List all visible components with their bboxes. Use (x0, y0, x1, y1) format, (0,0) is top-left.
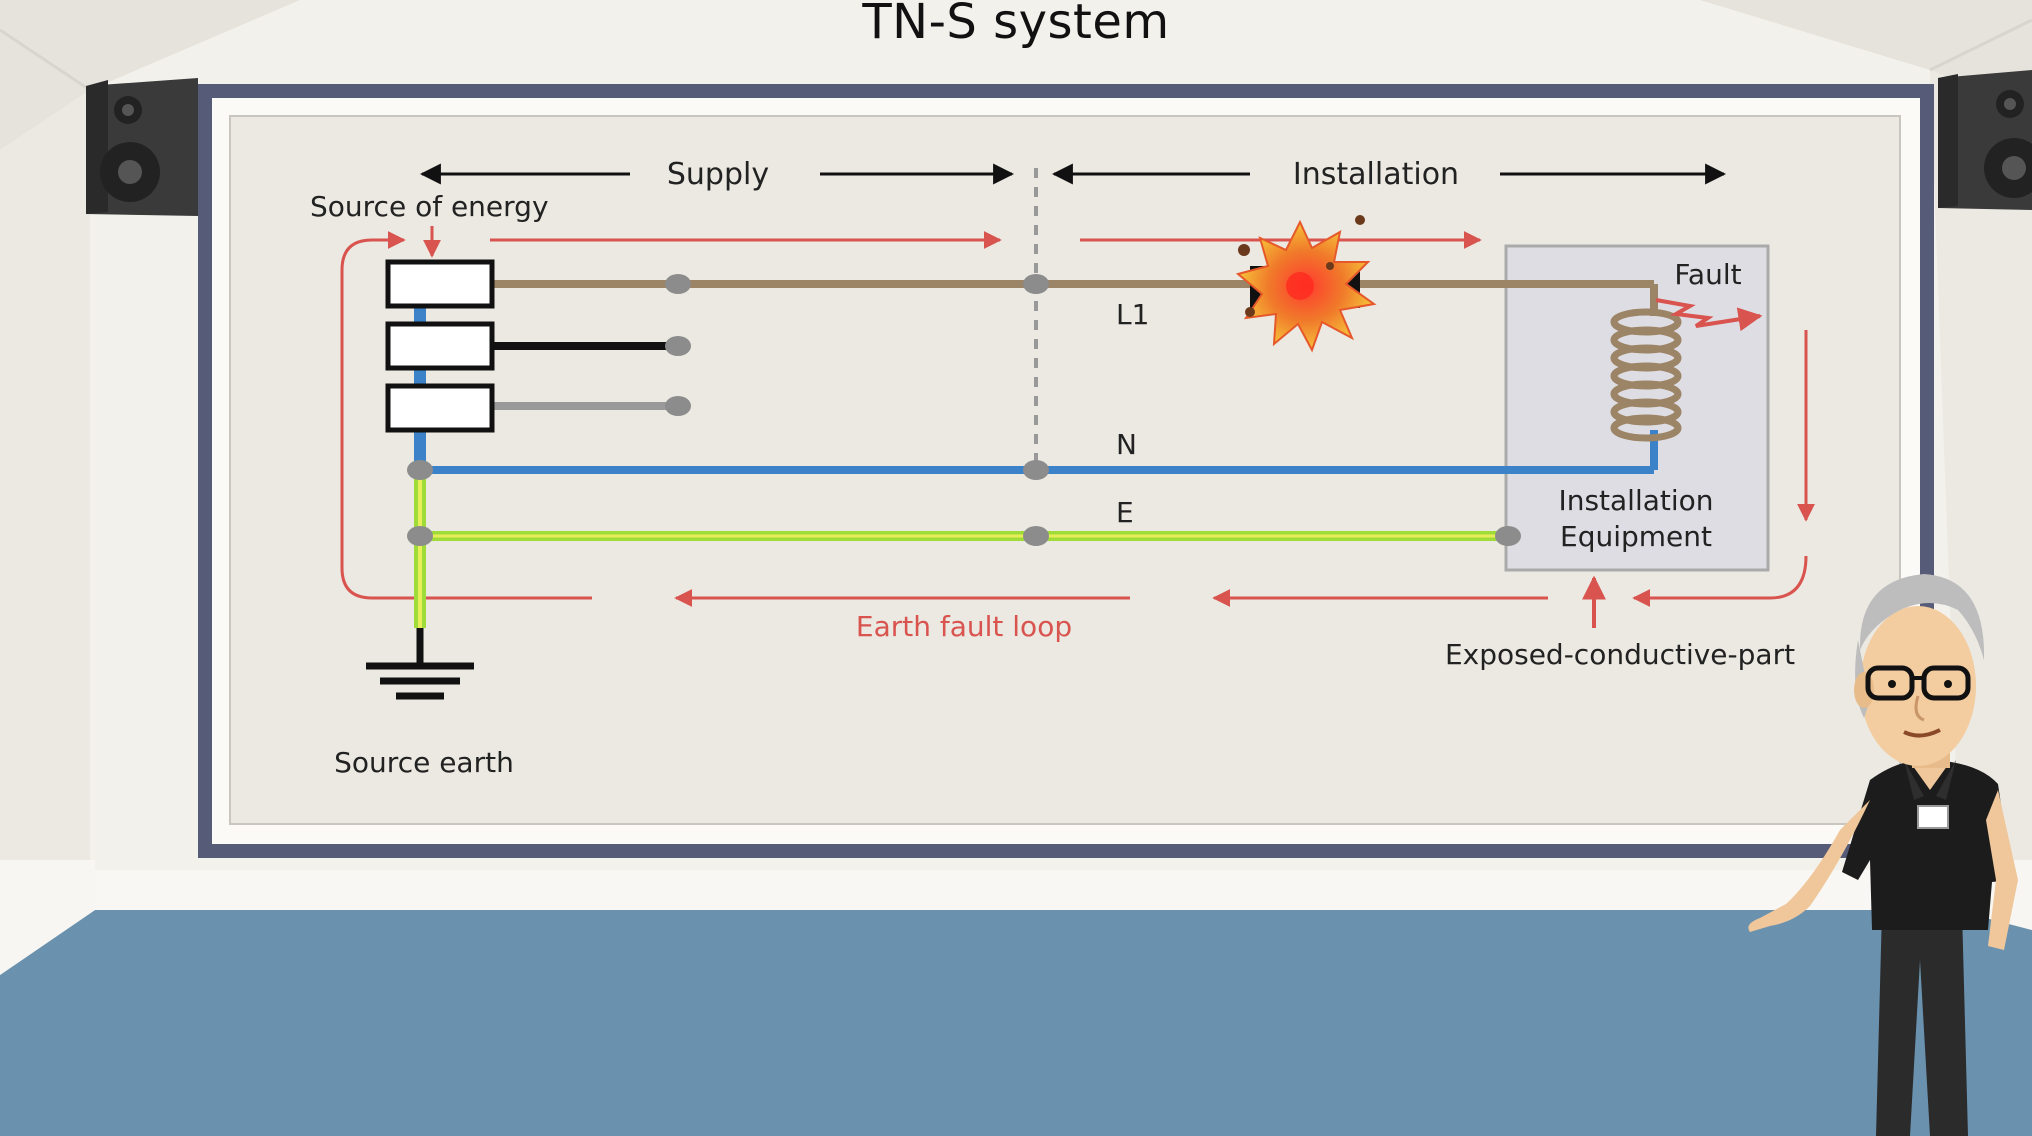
source-earth-icon (366, 628, 474, 700)
fault-label: Fault (1674, 258, 1741, 291)
source-earth-label: Source earth (334, 746, 514, 779)
exposed-conductive-part-label: Exposed-conductive-part (1445, 638, 1795, 671)
equipment-label-line1: Installation (1558, 484, 1713, 517)
winding-l2 (385, 321, 495, 371)
terminal-dots (407, 274, 1521, 546)
presenter-character (1748, 574, 2018, 1136)
fuse-blowing-icon (1235, 215, 1377, 353)
loop-arrow-right-curve (1632, 555, 1808, 607)
floor (0, 910, 2032, 1136)
n-label: N (1116, 428, 1137, 461)
installation-equipment-box (1504, 244, 1770, 572)
equipment-label-line2: Equipment (1560, 520, 1712, 553)
supply-label: Supply (667, 157, 769, 192)
earth-fault-loop-label: Earth fault loop (856, 610, 1072, 643)
video-caption: TN-S system (862, 0, 1170, 50)
installation-label: Installation (1293, 157, 1459, 192)
speaker-left-icon (86, 78, 198, 216)
winding-l3 (385, 383, 495, 433)
fault-spark-icon (1655, 298, 1763, 332)
l1-label: L1 (1116, 298, 1149, 331)
speaker-right-icon (1938, 70, 2032, 210)
winding-l1 (385, 259, 495, 309)
tn-s-diagram: Supply Installation Source of energy Ins… (310, 157, 1815, 779)
load-coil-icon (1610, 308, 1682, 442)
source-of-energy-label: Source of energy (310, 190, 549, 223)
e-label: E (1116, 496, 1134, 529)
loop-arrow-left-curve (340, 231, 592, 600)
